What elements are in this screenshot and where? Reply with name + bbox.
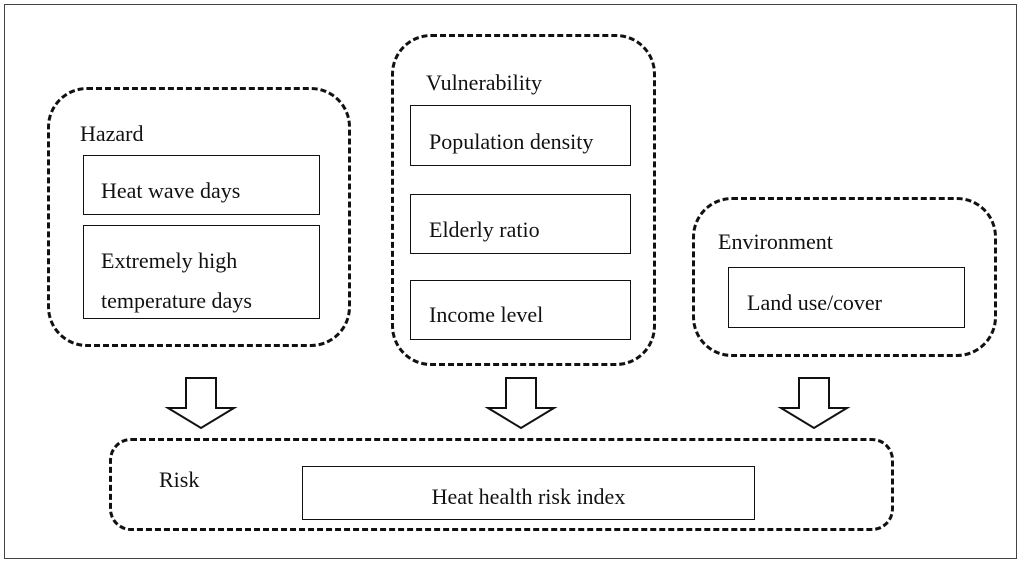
heat-wave-days-box: Heat wave days	[83, 155, 320, 215]
risk-label: Risk	[159, 467, 200, 492]
population-density-text: Population density	[429, 129, 594, 154]
heat-health-risk-index-text: Heat health risk index	[431, 484, 626, 509]
environment-label: Environment	[718, 229, 833, 254]
temperature-days-text: temperature days	[101, 288, 252, 313]
vulnerability-group	[391, 34, 656, 366]
figure-frame	[4, 4, 1017, 559]
heat-wave-days-text: Heat wave days	[101, 178, 241, 203]
vulnerability-label: Vulnerability	[426, 70, 542, 95]
hazard-group	[47, 87, 351, 347]
land-use-cover-box: Land use/cover	[728, 267, 965, 328]
arrow-down-icon	[777, 377, 851, 430]
hazard-label: Hazard	[80, 121, 144, 146]
extremely-high-text: Extremely high	[101, 248, 238, 273]
arrow-down-icon	[164, 377, 238, 430]
heat-health-risk-index-box: Heat health risk index	[302, 466, 755, 520]
income-level-text: Income level	[429, 302, 544, 327]
elderly-ratio-text: Elderly ratio	[429, 217, 540, 242]
arrow-down-icon	[484, 377, 558, 430]
land-use-cover-text: Land use/cover	[747, 290, 882, 315]
population-density-box: Population density	[410, 105, 631, 166]
elderly-ratio-box: Elderly ratio	[410, 194, 631, 254]
risk-group	[109, 438, 894, 531]
income-level-box: Income level	[410, 280, 631, 340]
environment-group	[692, 197, 997, 357]
extremely-high-temperature-days-box: Extremely high temperature days	[83, 225, 320, 319]
